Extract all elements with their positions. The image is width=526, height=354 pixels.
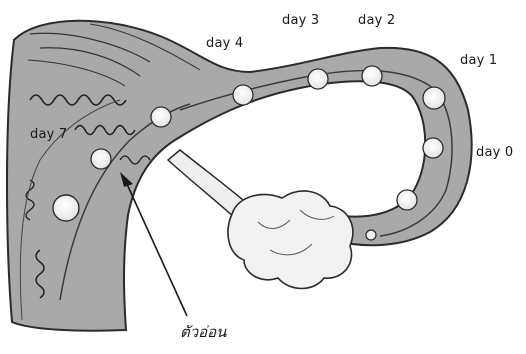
label-day0: day 0 bbox=[476, 145, 513, 160]
label-embryo: ตัวอ่อน bbox=[180, 320, 226, 344]
embryo-day6 bbox=[91, 149, 111, 169]
embryo-day5 bbox=[151, 107, 171, 127]
embryo-pointer-line bbox=[126, 182, 187, 316]
label-day3: day 3 bbox=[282, 13, 319, 28]
embryo-day3 bbox=[308, 69, 328, 89]
embryo-day2 bbox=[362, 66, 382, 86]
embryo-day7 bbox=[53, 195, 79, 221]
label-day2: day 2 bbox=[358, 13, 395, 28]
ovum-in-ovary bbox=[366, 230, 376, 240]
ovary bbox=[228, 191, 353, 288]
embryo-day1 bbox=[423, 87, 445, 109]
embryo-day0-lower bbox=[397, 190, 417, 210]
label-day4: day 4 bbox=[206, 36, 243, 51]
embryo-day4 bbox=[233, 85, 253, 105]
label-day1: day 1 bbox=[460, 53, 497, 68]
embryo-day0 bbox=[423, 138, 443, 158]
label-day7: day 7 bbox=[30, 127, 67, 142]
